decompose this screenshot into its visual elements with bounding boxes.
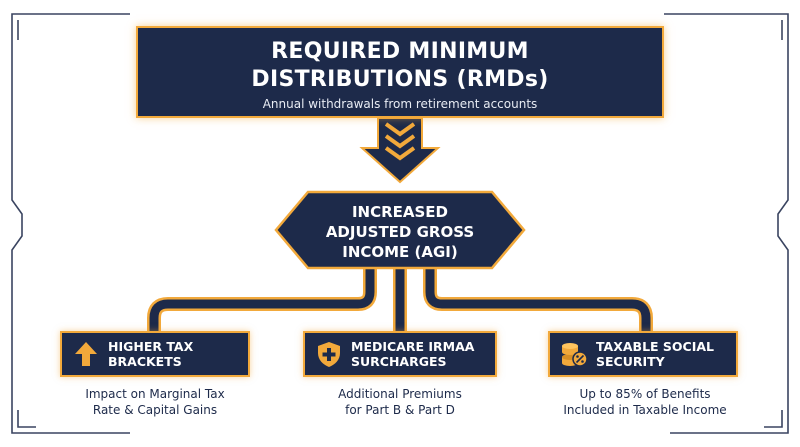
impact-card-tax-brackets: HIGHER TAX BRACKETS <box>60 331 250 377</box>
agi-line-1: INCREASED <box>351 203 449 221</box>
agi-line-3: INCOME (AGI) <box>342 243 458 261</box>
down-arrow <box>359 117 441 184</box>
impact-desc-social-security: Up to 85% of Benefits Included in Taxabl… <box>545 386 745 418</box>
impact-label-line-2: SURCHARGES <box>351 354 447 369</box>
impact-card-label: HIGHER TAX BRACKETS <box>108 339 193 369</box>
coins-percent-icon <box>562 343 588 367</box>
impact-desc-line-1: Up to 85% of Benefits <box>579 387 711 401</box>
title-line-1: REQUIRED MINIMUM <box>271 39 529 64</box>
agi-hexagon <box>274 190 526 270</box>
impact-desc-line-1: Impact on Marginal Tax <box>85 387 225 401</box>
shield-plus-icon <box>318 342 340 367</box>
impact-card-label: MEDICARE IRMAA SURCHARGES <box>351 339 474 369</box>
agi-label: INCREASED ADJUSTED GROSS INCOME (AGI) <box>282 196 518 268</box>
impact-desc-tax-brackets: Impact on Marginal Tax Rate & Capital Ga… <box>55 386 255 418</box>
page-frame <box>11 13 789 434</box>
impact-desc-line-2: Rate & Capital Gains <box>92 403 218 417</box>
impact-desc-line-2: for Part B & Part D <box>345 403 455 417</box>
impact-desc-line-2: Included in Taxable Income <box>563 403 727 417</box>
impact-label-line-2: SECURITY <box>596 354 665 369</box>
impact-card-medicare-irmaa: MEDICARE IRMAA SURCHARGES <box>303 331 497 377</box>
agi-line-2: ADJUSTED GROSS <box>325 223 475 241</box>
impact-label-line-2: BRACKETS <box>108 354 182 369</box>
impact-label-line-1: MEDICARE IRMAA <box>351 339 475 354</box>
page-subtitle: Annual withdrawals from retirement accou… <box>262 97 538 111</box>
impact-card-social-security: TAXABLE SOCIAL SECURITY <box>548 331 738 377</box>
up-arrow-icon <box>75 342 97 366</box>
page-title: REQUIRED MINIMUM DISTRIBUTIONS (RMDs) <box>138 38 662 94</box>
impact-label-line-1: TAXABLE SOCIAL <box>596 339 715 354</box>
impact-label-line-1: HIGHER TAX <box>108 339 194 354</box>
impact-card-label: TAXABLE SOCIAL SECURITY <box>596 339 714 369</box>
impact-desc-line-1: Additional Premiums <box>338 387 462 401</box>
impact-desc-medicare-irmaa: Additional Premiums for Part B & Part D <box>300 386 500 418</box>
rmd-title-box: REQUIRED MINIMUM DISTRIBUTIONS (RMDs) An… <box>136 26 664 118</box>
branch-connectors <box>147 261 653 338</box>
title-line-2: DISTRIBUTIONS (RMDs) <box>251 67 549 92</box>
